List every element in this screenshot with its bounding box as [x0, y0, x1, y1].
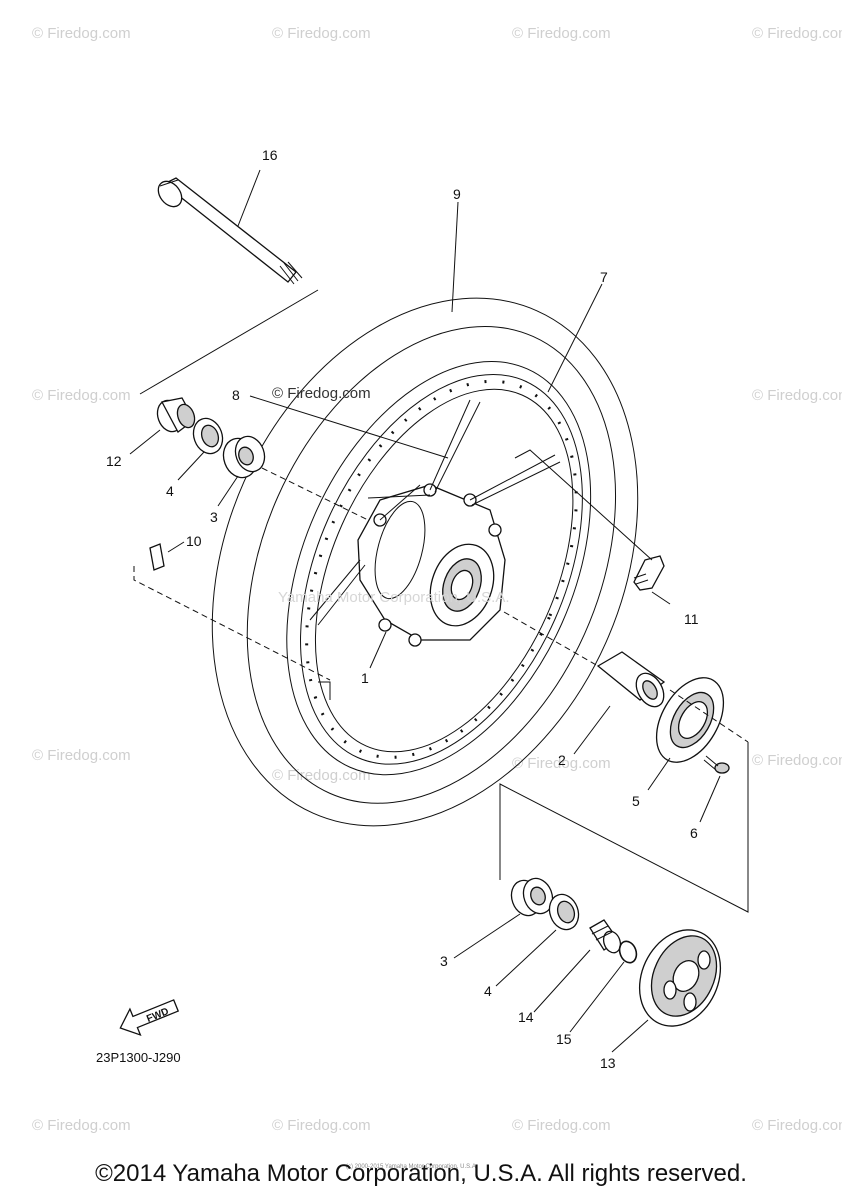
- watermark: © Firedog.com: [32, 747, 131, 764]
- spacer-2: [596, 651, 666, 708]
- balance-weight-10: [149, 541, 185, 571]
- watermark: © Firedog.com: [32, 25, 131, 42]
- callout-4: 4: [484, 983, 492, 999]
- callout-5: 5: [632, 793, 640, 809]
- watermark: © Firedog.com: [272, 1117, 371, 1134]
- callout-15: 15: [556, 1031, 572, 1047]
- watermark: © Firedog.com: [512, 1117, 611, 1134]
- spoke-holes: [305, 379, 578, 759]
- callout-3: 3: [210, 509, 218, 525]
- hub: [357, 483, 506, 647]
- watermark: © Firedog.com: [32, 387, 131, 404]
- watermark: © Firedog.com: [512, 25, 611, 42]
- part-code: 23P1300-J290: [96, 1050, 181, 1065]
- fwd-arrow: FWD: [119, 999, 180, 1037]
- circlip-15: [618, 940, 638, 964]
- callout-9: 9: [453, 186, 461, 202]
- callout-4: 4: [166, 483, 174, 499]
- callout-13: 13: [600, 1055, 616, 1071]
- callout-6: 6: [690, 825, 698, 841]
- bolt-6: [699, 755, 730, 823]
- oil-seal-4-left: [192, 417, 224, 455]
- callout-7: 7: [600, 269, 608, 285]
- callout-14: 14: [518, 1009, 534, 1025]
- callout-10: 10: [186, 533, 202, 549]
- watermark: © Firedog.com: [752, 387, 842, 404]
- plate-5: [655, 677, 725, 763]
- fine-print: (c) 2000-2015 Yamaha Motor Corporation, …: [346, 1164, 478, 1170]
- watermark: © Firedog.com: [272, 25, 371, 42]
- callout-8: 8: [232, 387, 240, 403]
- bearing-3-right: [510, 877, 554, 917]
- rim-inner: [300, 373, 583, 765]
- valve-11: [633, 555, 671, 605]
- axle: [139, 169, 319, 395]
- tire-outer: [211, 297, 639, 827]
- callout-3: 3: [440, 953, 448, 969]
- copyright-notice: ©2014 Yamaha Motor Corporation, U.S.A. A…: [95, 1160, 747, 1187]
- watermark: © Firedog.com: [752, 1117, 842, 1134]
- rim-outer: [286, 361, 592, 776]
- fwd-label: FWD: [145, 1006, 170, 1025]
- collar-14: [589, 919, 622, 954]
- watermark: © Firedog.com: [512, 755, 611, 772]
- tire-inner-edge: [246, 325, 616, 804]
- watermark-center: Yamaha Motor Corporation, U.S.A.: [278, 589, 510, 606]
- watermark-dark: © Firedog.com: [272, 385, 371, 402]
- callout-2: 2: [558, 752, 566, 768]
- front-wheel: [211, 297, 639, 827]
- collar-12: [156, 397, 196, 433]
- callout-12: 12: [106, 453, 122, 469]
- callout-11: 11: [684, 611, 699, 627]
- spokes: [309, 399, 561, 626]
- watermark: © Firedog.com: [752, 25, 842, 42]
- callout-1: 1: [361, 670, 369, 686]
- watermark: © Firedog.com: [752, 752, 842, 769]
- callouts: 16 9 7 8 12 4 3 10 11 1 2 5 6 3 4 14 15 …: [106, 147, 699, 1071]
- oil-seal-4-right: [548, 893, 580, 931]
- watermark: © Firedog.com: [32, 1117, 131, 1134]
- rim-well: [314, 388, 574, 753]
- hub-cover-13: [638, 929, 722, 1027]
- bearing-3-left: [222, 435, 266, 479]
- callout-16: 16: [262, 147, 278, 163]
- watermark-grid: © Firedog.com © Firedog.com © Firedog.co…: [32, 25, 842, 1134]
